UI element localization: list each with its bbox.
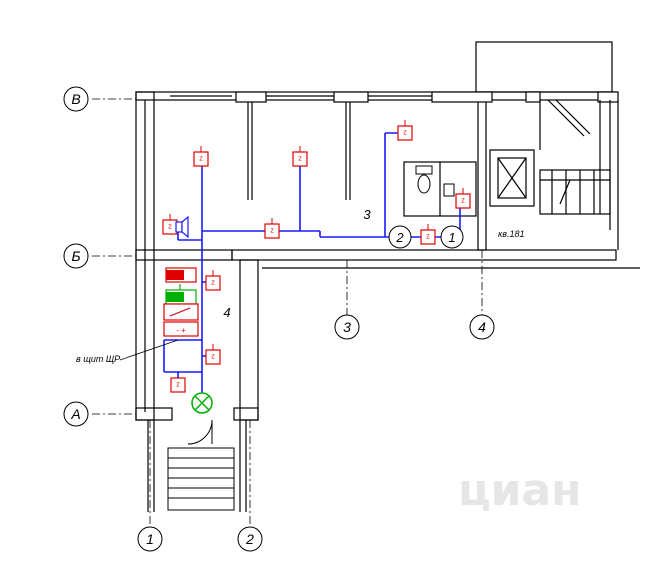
wall-b-right <box>231 249 617 261</box>
room-label-1: 1 <box>440 225 464 249</box>
electrical-panel: - + <box>163 267 199 337</box>
device-socket-3: ᶻ <box>397 120 413 141</box>
watermark: циан <box>458 465 582 516</box>
ceiling-light-icon <box>191 392 213 414</box>
speaker-icon <box>175 215 189 239</box>
sink-icon <box>443 183 455 197</box>
panel-note: в щит ЩР <box>76 354 120 364</box>
device-socket-1: ᶻ <box>193 146 209 167</box>
svg-text:2: 2 <box>395 230 404 245</box>
axis-lines <box>92 98 483 525</box>
device-socket-4: ᶻ <box>264 218 280 239</box>
device-socket-5: ᶻ <box>420 224 436 245</box>
svg-text:ᶻ: ᶻ <box>461 197 465 208</box>
svg-text:3: 3 <box>343 319 351 335</box>
device-socket-8: ᶻ <box>205 270 221 291</box>
apartment-label: кв.181 <box>498 229 524 239</box>
panel-leader <box>119 339 179 361</box>
svg-text:ᶻ: ᶻ <box>199 155 203 166</box>
wall-col2 <box>239 259 259 421</box>
device-socket-7: ᶻ <box>162 214 178 235</box>
walls <box>135 41 640 512</box>
svg-text:ᶻ: ᶻ <box>403 129 407 140</box>
wall-a-right <box>233 407 259 421</box>
svg-text:3: 3 <box>363 207 371 222</box>
axis-bubble-3: 3 <box>334 314 360 340</box>
svg-text:4: 4 <box>478 319 486 335</box>
svg-text:Б: Б <box>71 248 80 264</box>
svg-text:1: 1 <box>146 531 154 547</box>
svg-text:ᶻ: ᶻ <box>168 223 172 234</box>
svg-text:- +: - + <box>176 326 186 335</box>
axis-bubble-b: Б <box>63 243 89 269</box>
wall-col4 <box>477 99 487 251</box>
svg-text:ᶻ: ᶻ <box>298 155 302 166</box>
balcony-block <box>475 41 613 93</box>
room-label-3: 3 <box>356 203 378 225</box>
svg-text:ᶻ: ᶻ <box>211 279 215 290</box>
axis-bubble-2: 2 <box>237 526 263 552</box>
svg-text:1: 1 <box>448 230 455 245</box>
device-socket-6: ᶻ <box>455 188 471 209</box>
wall-b-left <box>135 249 233 261</box>
axis-bubble-1: 1 <box>137 526 163 552</box>
svg-text:А: А <box>70 406 80 422</box>
wiring <box>163 132 461 395</box>
toilet-icon <box>415 165 433 194</box>
device-socket-2: ᶻ <box>292 146 308 167</box>
svg-text:2: 2 <box>245 531 254 547</box>
svg-text:ᶻ: ᶻ <box>211 353 215 364</box>
room-label-4: 4 <box>216 301 238 323</box>
axis-bubble-a: А <box>63 401 89 427</box>
svg-text:ᶻ: ᶻ <box>426 233 430 244</box>
room-label-2: 2 <box>388 225 412 249</box>
svg-text:4: 4 <box>223 305 230 320</box>
elevator-shaft <box>489 149 535 207</box>
axis-bubble-4: 4 <box>469 314 495 340</box>
svg-text:ᶻ: ᶻ <box>270 227 274 238</box>
device-socket-9: ᶻ <box>205 344 221 365</box>
device-socket-10: ᶻ <box>170 377 186 393</box>
svg-text:ᶻ: ᶻ <box>176 381 180 392</box>
axis-bubble-v: В <box>63 86 89 112</box>
svg-text:В: В <box>71 91 80 107</box>
entrance-stairs <box>167 419 235 511</box>
